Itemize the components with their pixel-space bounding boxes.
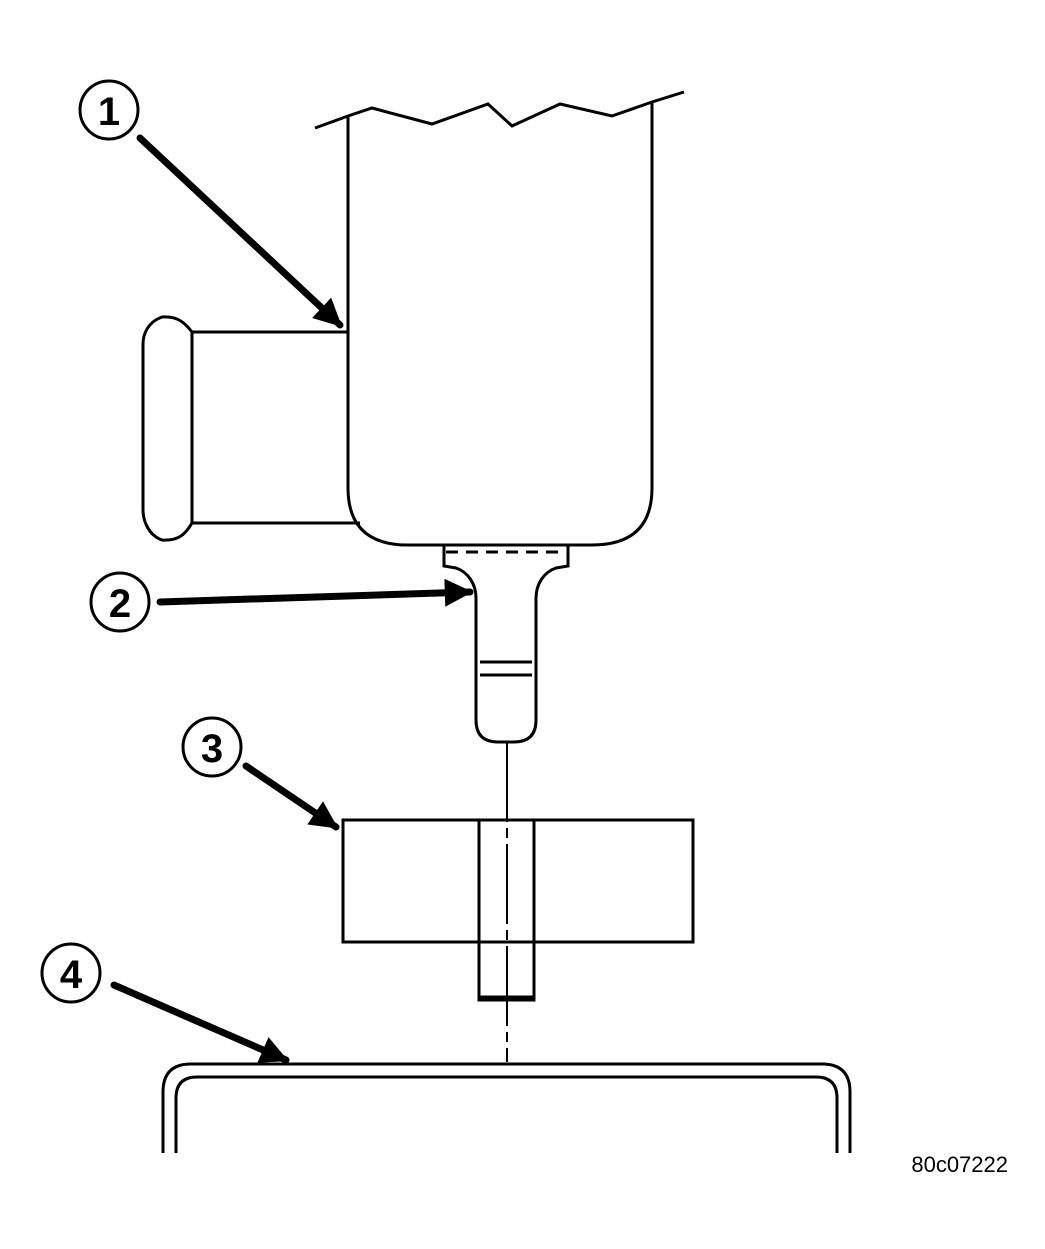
callout-2-label: 2	[109, 582, 131, 626]
callout-4-label: 4	[60, 953, 83, 997]
callout-4-circle	[40, 942, 102, 1004]
stem-part	[442, 545, 570, 744]
callout-1: 1	[78, 79, 140, 141]
figure-reference: 80c07222	[911, 1152, 1008, 1177]
housing-break-line	[314, 90, 685, 130]
side-port-flange	[141, 315, 194, 542]
side-port-tube	[190, 330, 360, 525]
housing-part	[141, 90, 685, 547]
leader-arrow-2	[156, 578, 474, 607]
leader-arrow-3	[242, 762, 340, 831]
housing-right-wall	[591, 102, 654, 547]
callout-3-circle	[181, 716, 243, 778]
leader-arrow-1	[136, 134, 344, 329]
block-body	[341, 818, 695, 944]
housing-left-wall	[346, 116, 409, 547]
callout-1-label: 1	[98, 90, 120, 134]
callout-3: 3	[181, 716, 243, 778]
callout-4: 4	[40, 942, 102, 1004]
block-part	[341, 818, 695, 1002]
stem-collar	[442, 545, 570, 744]
base-inner-edge	[174, 1075, 839, 1153]
callout-2: 2	[89, 571, 151, 633]
base-outer-edge	[161, 1062, 852, 1153]
callout-1-circle	[78, 79, 140, 141]
base-part	[161, 1062, 852, 1153]
leader-arrows	[110, 134, 474, 1064]
callout-3-label: 3	[201, 727, 223, 771]
leader-arrow-4	[110, 981, 290, 1064]
callout-2-circle	[89, 571, 151, 633]
